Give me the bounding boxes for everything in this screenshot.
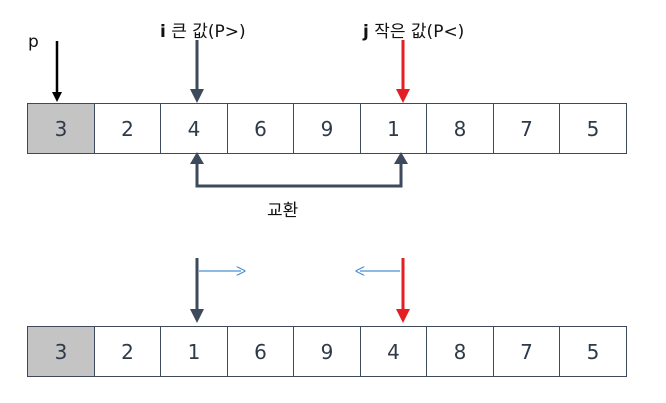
bottom-cell-6: 8	[426, 326, 494, 377]
top-cell-3: 6	[226, 103, 295, 154]
pivot-label: p	[28, 32, 39, 52]
top-cell-6: 8	[426, 103, 494, 154]
bottom-cell-7: 7	[492, 326, 561, 377]
bottom-cell-4: 9	[293, 326, 361, 377]
top-cell-1: 2	[93, 103, 162, 154]
bottom-cell-5: 4	[359, 326, 428, 377]
top-cell-8: 5	[559, 103, 627, 154]
bottom-cell-1: 2	[93, 326, 162, 377]
i-description: 큰 값(P>)	[165, 22, 246, 42]
swap-bracket	[195, 162, 403, 188]
i-label: i 큰 값(P>)	[160, 17, 246, 42]
bottom-array: 3 2 1 6 9 4 8 7 5	[27, 326, 641, 377]
j-description: 작은 값(P<)	[368, 22, 465, 42]
swap-label: 교환	[267, 201, 299, 221]
bottom-cell-2: 1	[160, 326, 228, 377]
top-cell-2: 4	[160, 103, 228, 154]
j-label: j 작은 값(P<)	[363, 17, 464, 42]
top-cell-7: 7	[492, 103, 561, 154]
top-cell-4: 9	[293, 103, 361, 154]
bottom-cell-3: 6	[226, 326, 295, 377]
top-cell-5: 1	[359, 103, 428, 154]
i-letter: i	[160, 22, 166, 42]
top-cell-0: 3	[27, 103, 95, 154]
bottom-cell-8: 5	[559, 326, 627, 377]
bottom-cell-0: 3	[27, 326, 95, 377]
j-letter: j	[363, 22, 369, 42]
top-array: 3 2 4 6 9 1 8 7 5	[27, 103, 641, 154]
